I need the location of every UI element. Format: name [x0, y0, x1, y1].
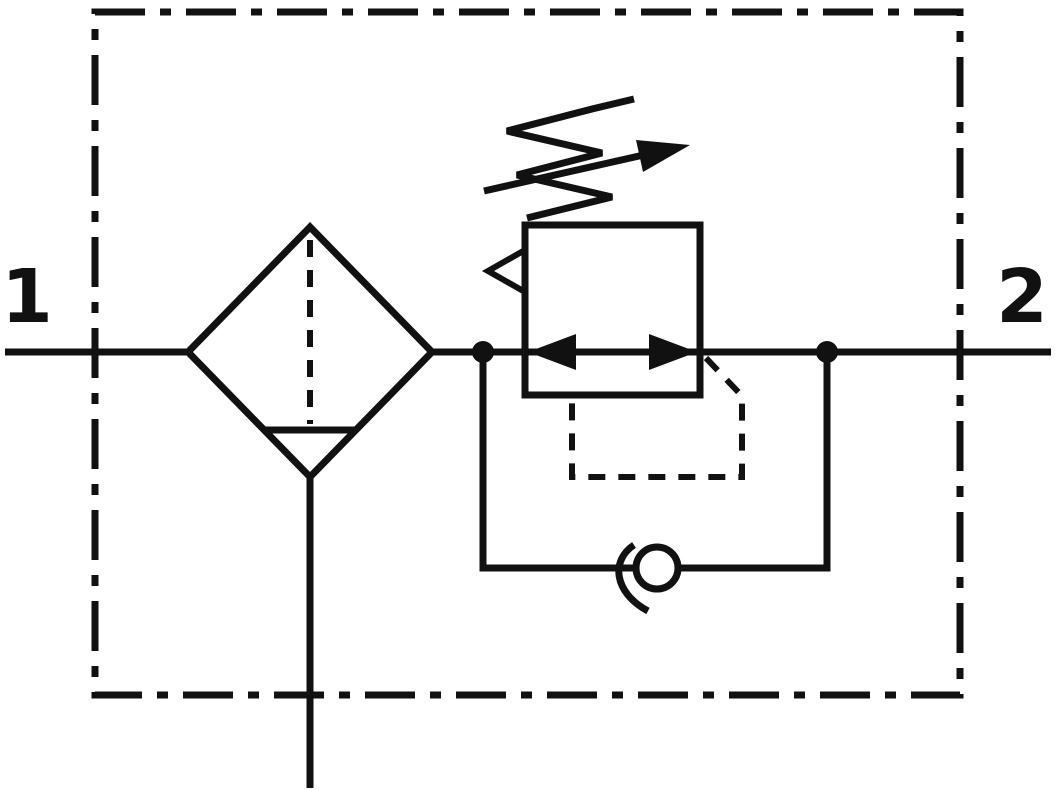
- flow-arrow-right-icon: [649, 334, 697, 370]
- check-valve-icon: [632, 543, 682, 593]
- filter-body: [183, 221, 437, 483]
- bypass-line: [479, 352, 831, 572]
- spring-arrow-shaft: [483, 150, 649, 195]
- adjustment-spring-icon: [506, 95, 635, 222]
- filter-symbol: [183, 221, 437, 788]
- regulator-body: [521, 221, 704, 399]
- junction-dot-left-icon: [472, 341, 494, 363]
- regulator-symbol: [481, 95, 745, 480]
- spring-arrow-head: [636, 140, 690, 172]
- spring-adjustment-arrow: [483, 140, 690, 195]
- pilot-line-dashed: [569, 355, 745, 480]
- check-valve-seat: [615, 542, 650, 615]
- relief-vent-icon: [481, 247, 527, 295]
- diagram-root: 1 2: [1, 8, 1051, 788]
- port-1-label: 1: [1, 254, 53, 340]
- junction-dot-right-icon: [816, 341, 838, 363]
- flow-arrows: [528, 334, 697, 370]
- junctions: [472, 341, 838, 363]
- flow-arrow-left-icon: [528, 334, 576, 370]
- port-labels: 1 2: [1, 254, 1048, 340]
- port-2-label: 2: [996, 254, 1048, 340]
- bypass-branch: [479, 352, 831, 615]
